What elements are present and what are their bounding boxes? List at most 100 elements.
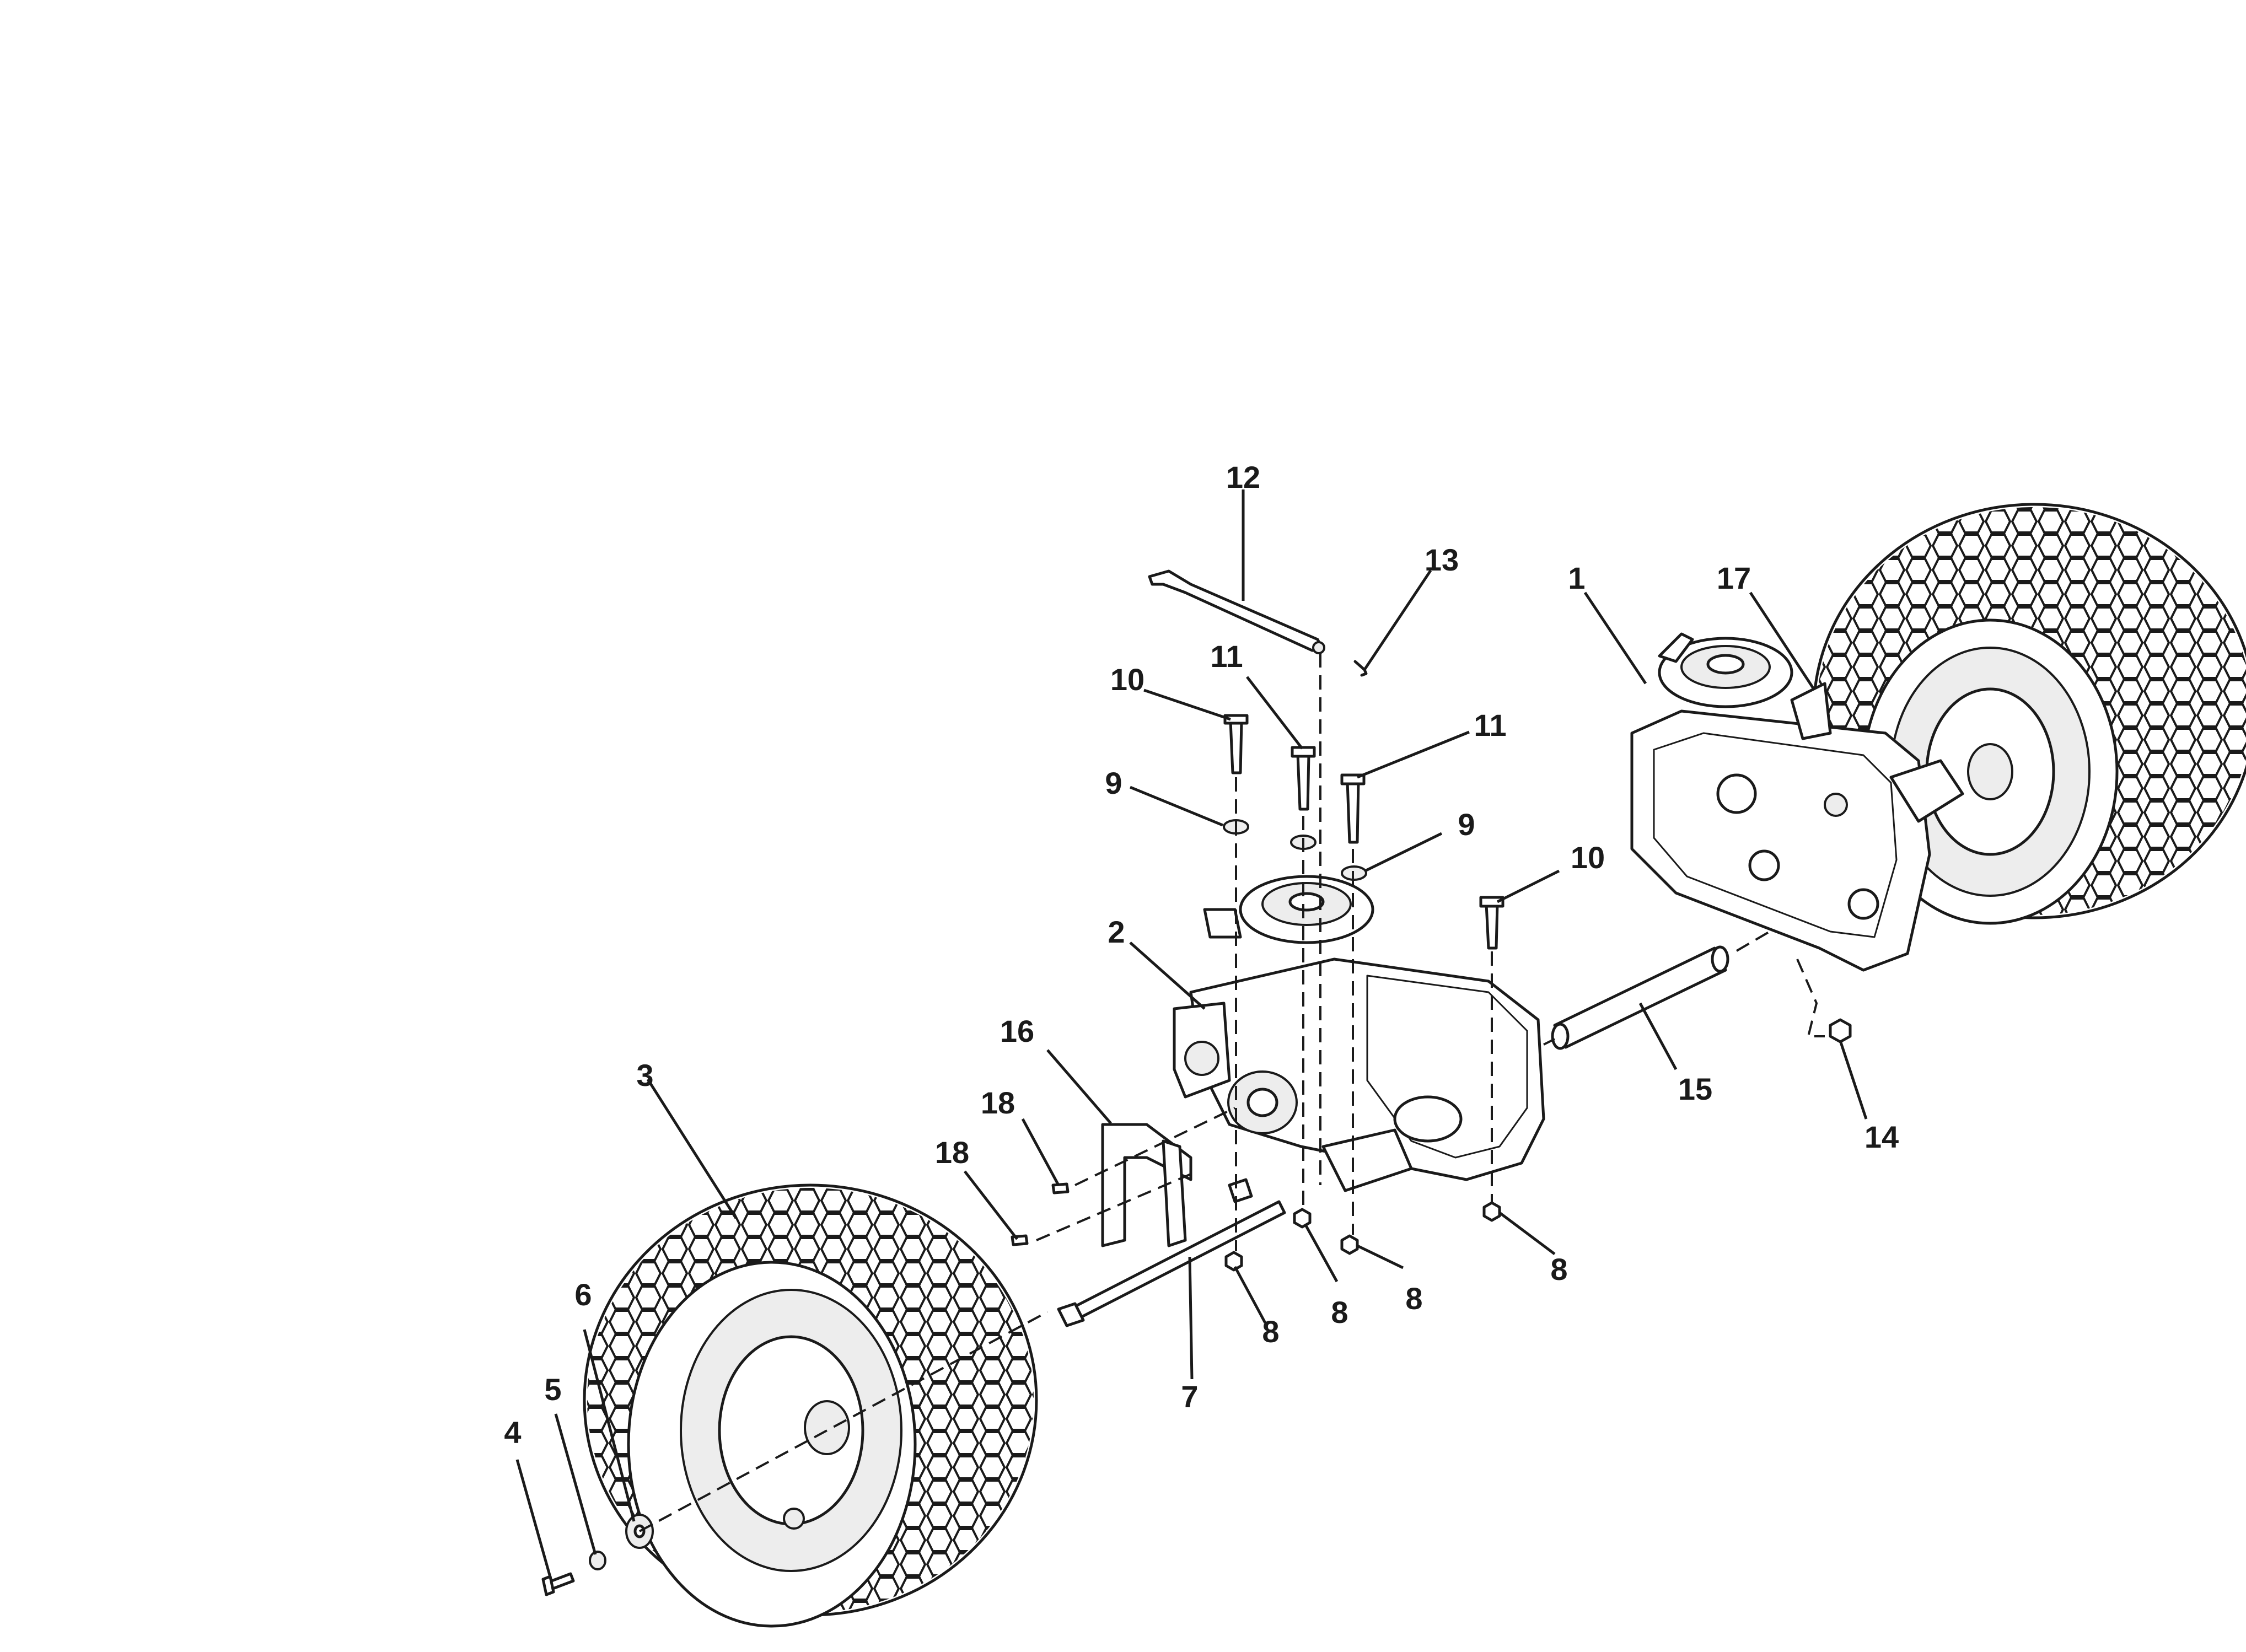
callout-11-right: 11 — [1474, 708, 1506, 742]
leader-9a — [1130, 785, 1223, 827]
leader-16 — [1046, 1049, 1112, 1124]
callout-8-mid: 8 — [1331, 1295, 1348, 1330]
bolt-18-upper — [1051, 1182, 1070, 1194]
leader-3 — [646, 1078, 738, 1219]
left-control-arm-pivot — [1184, 1041, 1219, 1076]
left-transaxle-gear-hub — [1246, 1088, 1278, 1117]
leader-13 — [1363, 569, 1432, 671]
callout-4: 4 — [504, 1415, 521, 1450]
callout-17: 17 — [1717, 561, 1751, 595]
bolt-11-left — [1296, 752, 1310, 811]
leader-8c — [1356, 1244, 1404, 1269]
callout-9-left: 9 — [1105, 766, 1122, 800]
callout-10-upper: 10 — [1110, 662, 1145, 697]
right-transaxle-housing — [1630, 709, 1931, 972]
leader-18b — [964, 1170, 1018, 1240]
left-transaxle — [1173, 875, 1545, 1192]
callout-8-far-right: 8 — [1550, 1252, 1567, 1287]
right-pulley-hub — [1706, 654, 1745, 675]
nut-8-c — [1340, 1234, 1359, 1255]
centerline-bolt-18-lower — [1036, 1173, 1191, 1241]
cotter-pin — [1353, 660, 1368, 677]
right-axle-hub — [1889, 759, 1964, 823]
left-transaxle-boss — [1393, 1095, 1463, 1143]
right-transaxle-cover — [1653, 732, 1898, 938]
right-wheel-hub — [1967, 743, 2013, 800]
callout-11-left: 11 — [1210, 639, 1243, 674]
callout-5: 5 — [544, 1372, 561, 1407]
left-transaxle-lower-cover — [1321, 1128, 1413, 1192]
right-transaxle-bolt — [1824, 793, 1848, 817]
bracket-leg — [1162, 1139, 1187, 1247]
callout-1: 1 — [1568, 561, 1585, 595]
nut-8-d — [1482, 1201, 1501, 1222]
centerline-tube-right — [1735, 930, 1771, 952]
centerline-tube-left — [1543, 1038, 1555, 1046]
leader-10a — [1143, 688, 1231, 721]
centerline-bolt-18-upper — [1074, 1107, 1235, 1186]
bolt-4-head — [541, 1575, 555, 1596]
bolt-10-right-head — [1479, 896, 1505, 908]
leader-11a — [1246, 676, 1303, 750]
callout-12: 12 — [1226, 460, 1260, 494]
right-transaxle-port-2 — [1748, 849, 1780, 881]
bolt-11-left-head — [1291, 746, 1316, 758]
callout-7: 7 — [1181, 1379, 1198, 1414]
callout-16: 16 — [1000, 1014, 1034, 1048]
leader-10b — [1496, 869, 1560, 903]
leader-14 — [1839, 1040, 1868, 1120]
long-bolt-head — [1057, 1302, 1085, 1327]
left-wheel — [583, 1183, 1038, 1628]
right-fan-blade — [1658, 632, 1694, 663]
callout-10-right: 10 — [1571, 840, 1605, 875]
centerline-nut-14 — [1796, 959, 1825, 1037]
right-transaxle-port-3 — [1847, 888, 1879, 920]
tube-end-right — [1711, 945, 1729, 973]
bracket — [1101, 1123, 1192, 1247]
leader-8b — [1304, 1224, 1339, 1283]
leader-5 — [554, 1413, 597, 1555]
leader-15 — [1638, 1002, 1678, 1070]
tube-part-15 — [1551, 945, 1729, 1050]
bolt-10-left-head — [1223, 714, 1249, 725]
bolt-10-right — [1485, 902, 1499, 950]
left-fan-blade — [1203, 908, 1242, 939]
nut-14 — [1829, 1018, 1852, 1043]
rod-end — [1312, 641, 1325, 654]
callout-13: 13 — [1425, 542, 1459, 577]
left-wheel-hub — [804, 1400, 850, 1455]
lock-washer-5 — [589, 1551, 606, 1570]
centerline-axle — [639, 1311, 1048, 1532]
callout-8-left: 8 — [1262, 1314, 1279, 1349]
nut-8-b — [1293, 1208, 1312, 1229]
tube — [1553, 946, 1727, 1049]
leader-2 — [1129, 941, 1206, 1010]
leader-8d — [1498, 1212, 1556, 1255]
callout-9-right: 9 — [1458, 807, 1475, 842]
bolt-11-right — [1346, 780, 1360, 844]
callout-18-lower: 18 — [935, 1135, 969, 1170]
callout-14: 14 — [1864, 1120, 1899, 1154]
callout-3: 3 — [636, 1058, 653, 1093]
right-transaxle — [1630, 632, 1964, 972]
leader-4 — [515, 1459, 553, 1581]
callout-18-upper: 18 — [981, 1085, 1015, 1120]
leader-lines — [515, 489, 1868, 1581]
leader-11b — [1357, 730, 1470, 779]
leader-1 — [1583, 591, 1647, 685]
assembly-centerlines — [639, 653, 1825, 1532]
rod-part-12 — [1148, 569, 1325, 654]
left-transaxle-cover — [1366, 975, 1528, 1159]
callout-2: 2 — [1108, 914, 1125, 949]
valve-stem — [783, 1508, 805, 1530]
callout-8-right: 8 — [1405, 1281, 1422, 1316]
leader-6 — [583, 1329, 636, 1522]
leader-17 — [1749, 591, 1815, 690]
leader-8a — [1233, 1266, 1267, 1324]
tube-end-left — [1551, 1023, 1570, 1050]
leader-7 — [1188, 1256, 1194, 1380]
callout-6: 6 — [574, 1277, 592, 1312]
callout-labels: 12 13 1 17 10 11 11 9 9 10 2 16 18 18 3 … — [504, 460, 1899, 1450]
